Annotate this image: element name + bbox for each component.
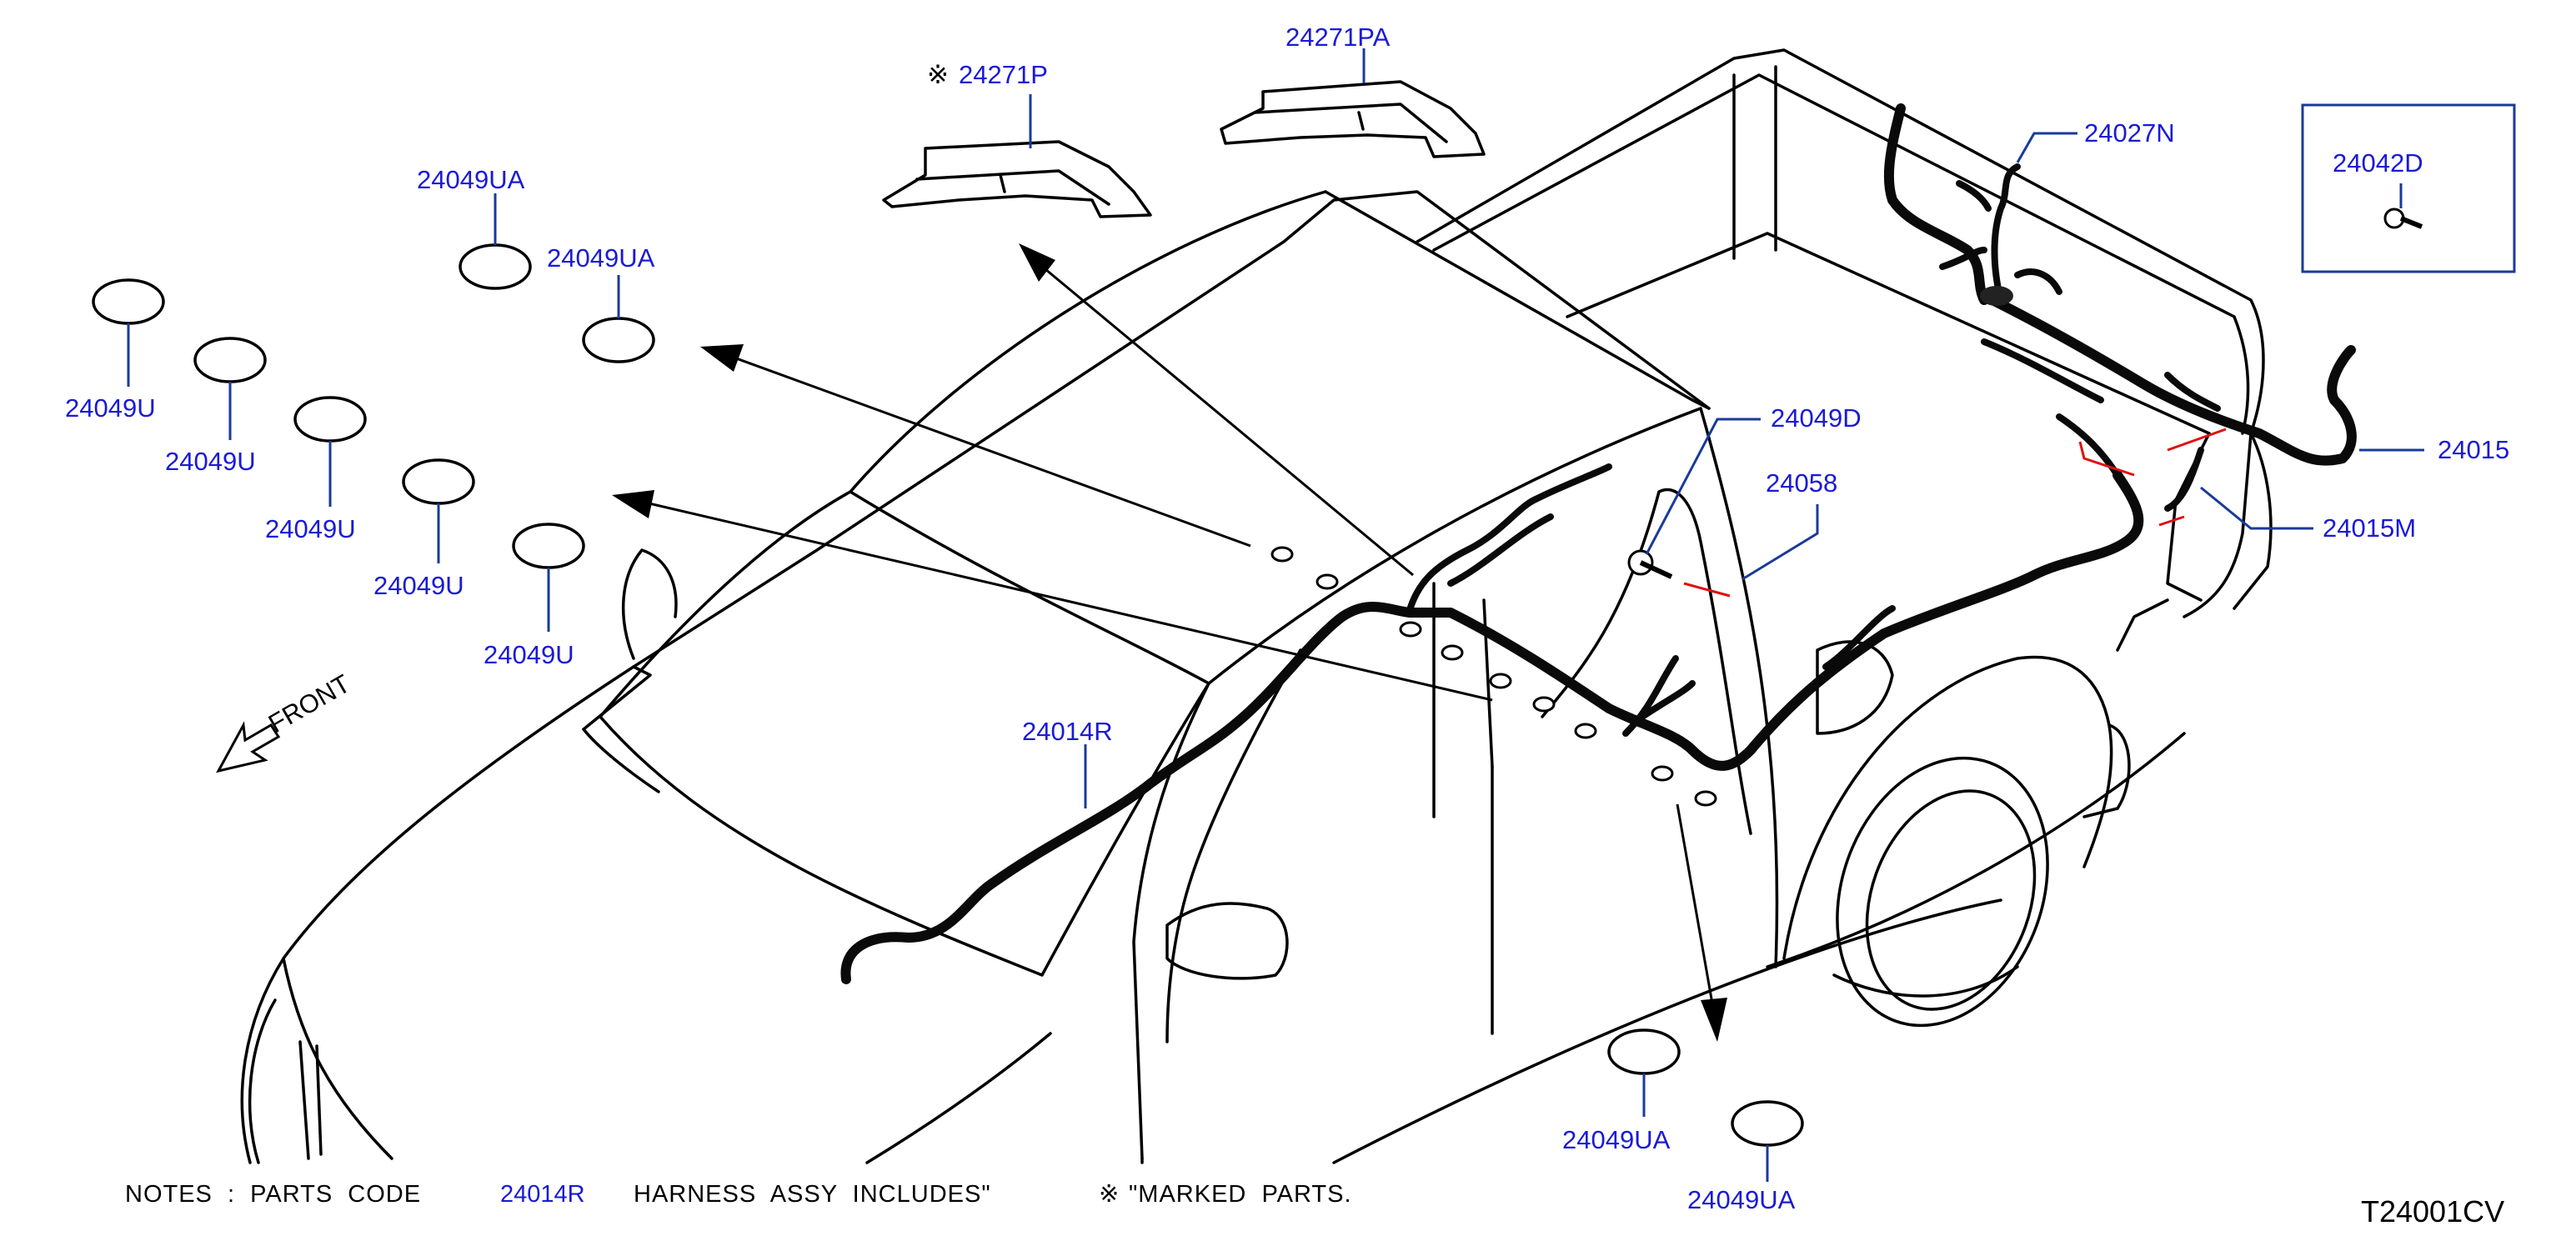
notes-code[interactable]: 24014R [500, 1181, 585, 1208]
grommet-24049ua-a [459, 243, 532, 290]
grommet-24049u-c [293, 396, 367, 443]
grommet-24049u-b [193, 337, 267, 383]
detail-frame-24042d [2301, 103, 2516, 273]
notes-line: NOTES : PARTS CODE 24014R HARNESS ASSY I… [125, 1181, 1352, 1208]
notes-suffix: "MARKED PARTS. [1129, 1181, 1352, 1208]
clip-24049d [1627, 549, 1673, 579]
leader-lines [127, 48, 2424, 1182]
bracket-24271p [882, 140, 1152, 218]
grommet-24049u-d [402, 458, 475, 505]
label-24049u-b[interactable]: 24049U [165, 447, 256, 476]
label-24042d[interactable]: 24042D [2333, 148, 2423, 178]
front-direction-arrow: FRONT [216, 668, 355, 773]
wire-harness [840, 103, 2357, 984]
diagram-code: T24001CV [2361, 1194, 2504, 1228]
label-24049ua-d[interactable]: 24049UA [1687, 1185, 1796, 1214]
label-24049ua-a[interactable]: 24049UA [417, 165, 525, 194]
truck-outline [240, 48, 2273, 1164]
grommet-24049ua-c [1607, 1028, 1681, 1075]
grommet-24049ua-b [582, 317, 655, 363]
label-24015m[interactable]: 24015M [2323, 513, 2416, 543]
label-24271p[interactable]: 24271P [959, 60, 1048, 89]
label-24271pa[interactable]: 24271PA [1285, 23, 1391, 52]
label-24049ua-c[interactable]: 24049UA [1562, 1125, 1671, 1154]
bracket-24271pa [1220, 80, 1486, 158]
grommets [92, 243, 1804, 1147]
bolt-24042d [2383, 208, 2423, 229]
grommet-24049ua-d [1731, 1100, 1804, 1147]
part-labels: ※ 24271P 24271PA 24049UA 24049UA 24049U … [65, 23, 2509, 1214]
label-24049u-e[interactable]: 24049U [484, 640, 574, 669]
label-24049u-d[interactable]: 24049U [373, 571, 464, 600]
notes-middle: HARNESS ASSY INCLUDES" [634, 1181, 991, 1208]
front-label: FRONT [263, 668, 355, 738]
label-24049u-c[interactable]: 24049U [265, 514, 356, 543]
label-24015[interactable]: 24015 [2438, 435, 2509, 464]
label-24049u-a[interactable]: 24049U [65, 393, 156, 423]
notes-prefix: NOTES : PARTS CODE [125, 1181, 421, 1208]
grommet-24049u-a [92, 278, 165, 325]
notes-mark: ※ [1099, 1181, 1120, 1208]
label-24049d[interactable]: 24049D [1771, 403, 1862, 433]
body-holes [1270, 546, 1717, 807]
label-24049ua-b[interactable]: 24049UA [547, 243, 655, 273]
pointer-arrows [612, 243, 1727, 1042]
label-24014r[interactable]: 24014R [1022, 717, 1113, 746]
red-callouts [1683, 428, 2227, 598]
grommet-24049u-e [512, 523, 585, 569]
mark-24271p: ※ [927, 60, 949, 89]
label-24027n[interactable]: 24027N [2084, 118, 2175, 148]
label-24058[interactable]: 24058 [1766, 468, 1837, 498]
